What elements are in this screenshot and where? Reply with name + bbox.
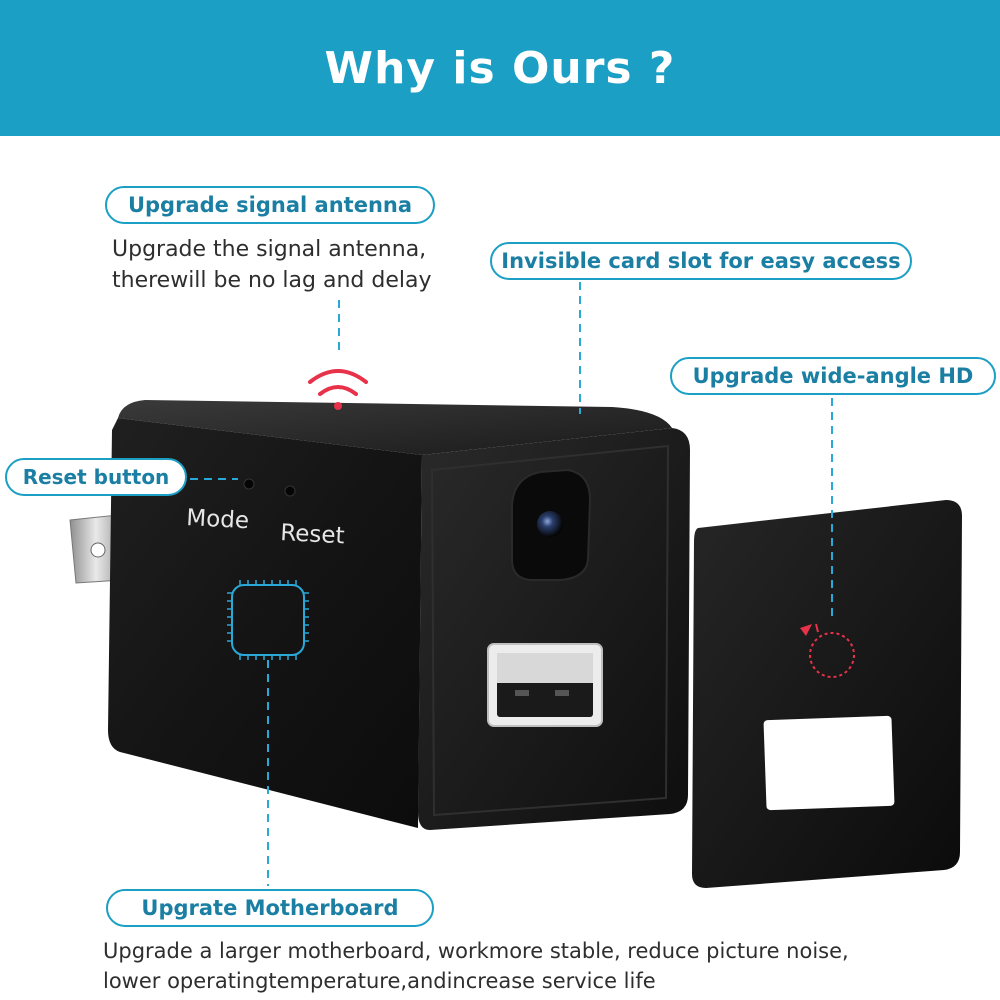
page-title: Why is Ours ? — [324, 42, 676, 94]
callout-motherboard-desc-line2: lower operatingtemperature,andincrease s… — [103, 969, 656, 993]
camera-lens-icon — [511, 468, 592, 581]
device-top-face — [118, 400, 672, 455]
device-front-face — [418, 428, 690, 830]
front-cover-plate — [692, 500, 962, 888]
mode-label: Mode — [186, 505, 250, 534]
usb-port-icon — [487, 643, 603, 727]
callout-card-slot-label: Invisible card slot for easy access — [490, 242, 912, 280]
mode-hole — [243, 478, 255, 490]
device-side-face — [108, 418, 422, 828]
reset-hole — [284, 485, 296, 497]
callout-motherboard-desc-line1: Upgrade a larger motherboard, workmore s… — [103, 939, 849, 963]
plug-prong — [69, 514, 123, 584]
callout-motherboard-label: Upgrate Motherboard — [106, 889, 434, 927]
callout-reset-label: Reset button — [5, 458, 187, 496]
wifi-icon — [308, 369, 368, 410]
callout-antenna-desc-line1: Upgrade the signal antenna, — [112, 237, 427, 262]
callout-antenna-label: Upgrade signal antenna — [105, 186, 435, 224]
callout-antenna-desc-line2: therewill be no lag and delay — [112, 268, 432, 293]
chip-icon — [227, 580, 309, 660]
header-banner: Why is Ours ? — [0, 0, 1000, 136]
callout-wide-angle-label: Upgrade wide-angle HD — [670, 357, 996, 395]
lens-target-icon — [800, 623, 855, 678]
reset-label: Reset — [280, 520, 346, 549]
